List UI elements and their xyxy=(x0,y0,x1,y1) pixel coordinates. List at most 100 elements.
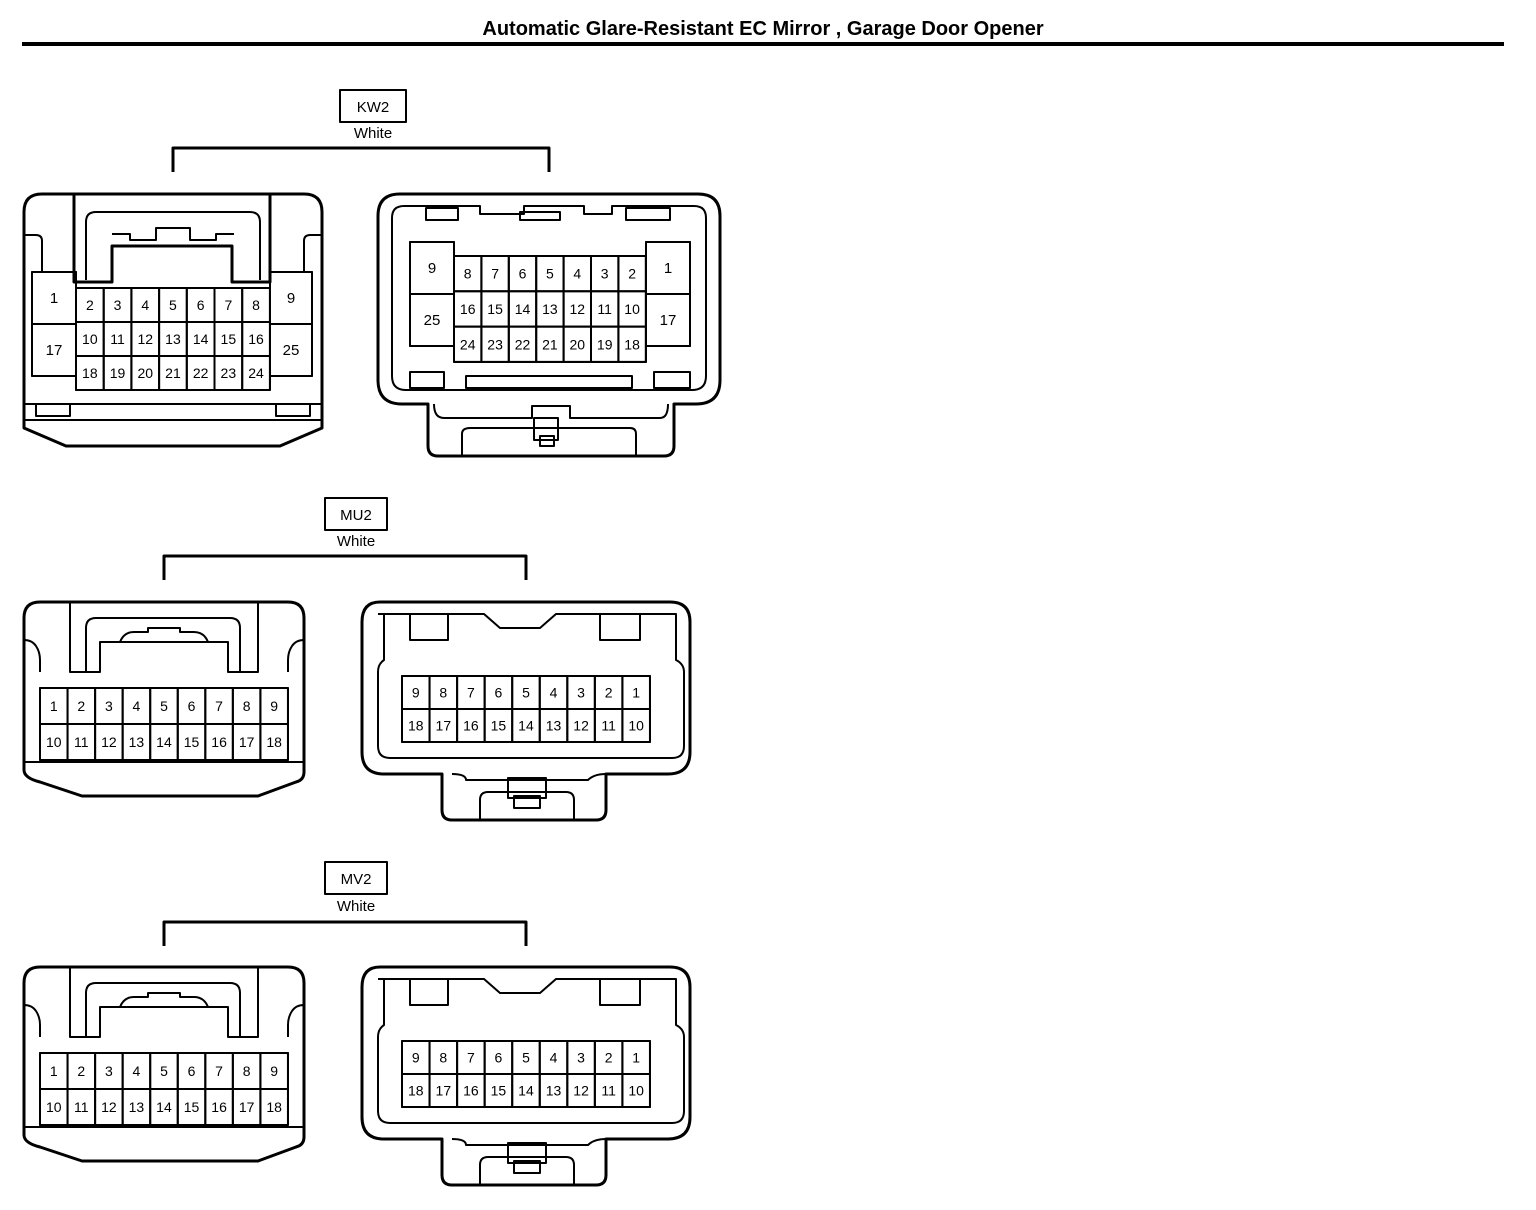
pin-number: 7 xyxy=(491,266,499,282)
connector-code-box xyxy=(339,89,407,123)
title-divider xyxy=(22,42,1504,46)
page-title: Automatic Glare-Resistant EC Mirror , Ga… xyxy=(482,18,1044,40)
pin-number: 13 xyxy=(129,1099,145,1115)
pin-number: 4 xyxy=(573,266,581,282)
pin-number: 20 xyxy=(137,365,153,381)
pin-number: 22 xyxy=(515,336,531,352)
pin-number: 14 xyxy=(518,718,534,734)
connector-color-label: White xyxy=(337,533,375,550)
connector-code-box xyxy=(324,861,388,895)
pin-number: 16 xyxy=(248,331,264,347)
pin-number: 6 xyxy=(495,1050,503,1066)
pin-number: 4 xyxy=(141,297,149,313)
pin-number: 7 xyxy=(215,1063,223,1079)
pin-number: 6 xyxy=(519,266,527,282)
pin-number: 3 xyxy=(105,1063,113,1079)
pin-number: 12 xyxy=(101,734,117,750)
pin-number: 5 xyxy=(160,698,168,714)
pin-number: 22 xyxy=(193,365,209,381)
connector-code-box xyxy=(324,497,388,531)
pin-number: 25 xyxy=(424,312,441,329)
pin-number: 11 xyxy=(74,1099,89,1115)
pin-number: 5 xyxy=(522,685,530,701)
pin-number: 21 xyxy=(542,336,558,352)
pin-number: 8 xyxy=(243,698,251,714)
pin-number: 9 xyxy=(270,698,278,714)
pin-number: 13 xyxy=(542,301,558,317)
pin-cell xyxy=(259,1088,289,1126)
pin-number: 16 xyxy=(463,718,479,734)
pin-number: 10 xyxy=(624,301,640,317)
pin-number: 11 xyxy=(74,734,89,750)
pin-number: 8 xyxy=(243,1063,251,1079)
pin-number: 1 xyxy=(50,290,58,307)
pin-number: 23 xyxy=(221,365,237,381)
pin-number: 3 xyxy=(105,698,113,714)
pin-number: 23 xyxy=(487,336,503,352)
connector-code-label: MV2 xyxy=(341,871,372,888)
pin-number: 5 xyxy=(546,266,554,282)
pin-number: 12 xyxy=(101,1099,117,1115)
pin-cell xyxy=(617,325,647,363)
pin-number: 15 xyxy=(184,1099,200,1115)
pin-number: 6 xyxy=(495,685,503,701)
pin-number: 19 xyxy=(597,336,613,352)
pin-number: 4 xyxy=(133,698,141,714)
pin-number: 17 xyxy=(239,1099,255,1115)
pin-number: 16 xyxy=(211,1099,227,1115)
pin-number: 8 xyxy=(252,297,260,313)
pin-number: 15 xyxy=(184,734,200,750)
pin-number: 12 xyxy=(137,331,153,347)
connector-color-label: White xyxy=(354,125,392,142)
pin-number: 2 xyxy=(605,685,613,701)
pin-number: 18 xyxy=(624,336,640,352)
pin-number: 13 xyxy=(546,718,562,734)
pin-number: 15 xyxy=(491,718,507,734)
pin-number: 2 xyxy=(77,698,85,714)
pin-number: 3 xyxy=(114,297,122,313)
pin-number: 3 xyxy=(577,1050,585,1066)
pin-number: 16 xyxy=(460,301,476,317)
pin-number: 10 xyxy=(82,331,98,347)
connector-color-label: White xyxy=(337,898,375,915)
pin-number: 7 xyxy=(467,1050,475,1066)
pin-number: 5 xyxy=(522,1050,530,1066)
pin-number: 8 xyxy=(439,1050,447,1066)
pin-number: 3 xyxy=(601,266,609,282)
pin-number: 12 xyxy=(573,718,589,734)
pin-number: 9 xyxy=(428,260,436,277)
pin-number: 18 xyxy=(266,1099,282,1115)
pin-number: 8 xyxy=(464,266,472,282)
pin-cell xyxy=(621,1073,651,1108)
pin-number: 11 xyxy=(601,718,616,734)
pin-number: 16 xyxy=(211,734,227,750)
pin-number: 4 xyxy=(550,685,558,701)
pin-cell xyxy=(241,355,271,391)
pin-number: 7 xyxy=(467,685,475,701)
pin-number: 13 xyxy=(129,734,145,750)
pin-number: 20 xyxy=(570,336,586,352)
pin-number: 14 xyxy=(193,331,209,347)
pin-number: 14 xyxy=(156,734,172,750)
pin-number: 14 xyxy=(518,1083,534,1099)
pin-number: 9 xyxy=(270,1063,278,1079)
pin-number: 13 xyxy=(165,331,181,347)
pin-number: 21 xyxy=(165,365,181,381)
connector-code-label: KW2 xyxy=(357,99,390,116)
connector-bracket xyxy=(162,554,528,580)
connector-bracket xyxy=(171,146,551,172)
pin-number: 7 xyxy=(224,297,232,313)
pin-number: 6 xyxy=(188,698,196,714)
pin-number: 10 xyxy=(46,734,62,750)
pin-number: 5 xyxy=(160,1063,168,1079)
pin-number: 17 xyxy=(436,1083,452,1099)
pin-number: 6 xyxy=(197,297,205,313)
pin-number: 4 xyxy=(550,1050,558,1066)
